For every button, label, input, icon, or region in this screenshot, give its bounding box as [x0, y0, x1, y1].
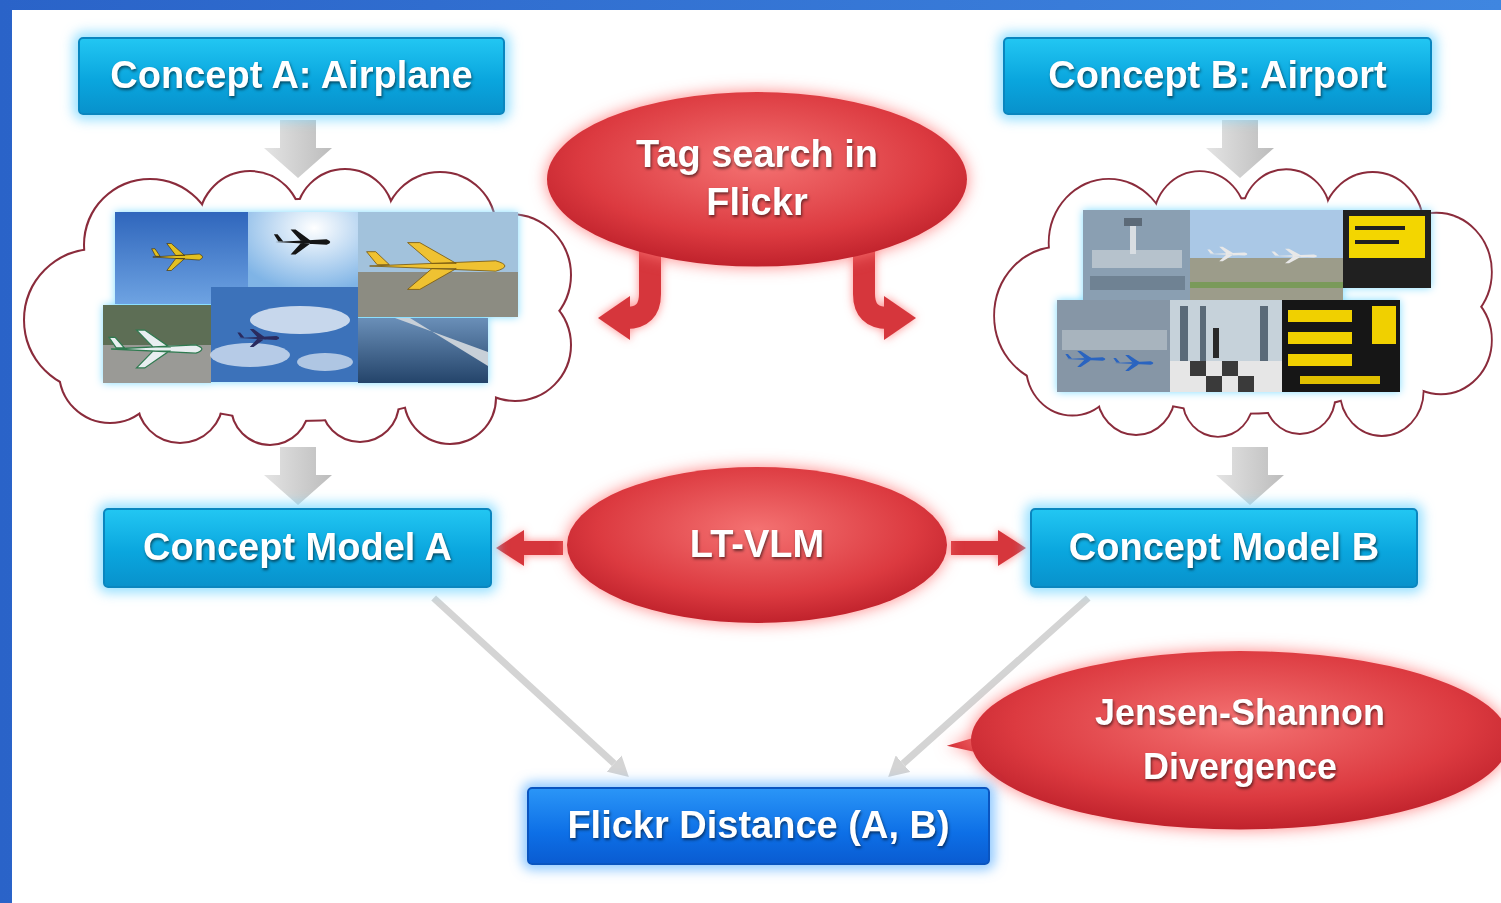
- illustration-part: [1288, 332, 1352, 344]
- illustration-part: [1200, 306, 1206, 361]
- illustration-part: [1216, 447, 1284, 505]
- illustration-part: [1343, 210, 1431, 288]
- illustration-part: [264, 120, 332, 178]
- speech-bubble: [971, 651, 1501, 830]
- illustration-part: [1300, 376, 1380, 384]
- concept-box: Concept B: Airport: [1003, 37, 1432, 115]
- illustration-part: [1170, 361, 1282, 392]
- illustration-part: [884, 296, 916, 340]
- illustration-part: [1222, 361, 1238, 376]
- illustration-part: [1238, 376, 1254, 392]
- node-label: Concept A: Airplane: [110, 52, 472, 100]
- illustration-part: [152, 244, 203, 271]
- text-group: Concept A: Airplane: [110, 52, 472, 100]
- node-label: Flickr Distance (A, B): [567, 802, 949, 850]
- illustration-part: [358, 318, 488, 383]
- node-label: LT-VLM: [690, 521, 824, 569]
- illustration-part: [1083, 210, 1191, 300]
- ellipse-fill: [971, 651, 1501, 830]
- node-label: Tag search in Flickr: [607, 131, 907, 226]
- node-label: Concept B: Airport: [1048, 52, 1386, 100]
- illustration-part: [1065, 351, 1105, 367]
- illustration-part: [109, 330, 202, 368]
- search-ellipse: Tag search in Flickr: [547, 92, 967, 267]
- illustration-part: [1213, 328, 1219, 358]
- illustration-part: [1272, 249, 1318, 263]
- illustration-part: [395, 318, 488, 366]
- method-ellipse: LT-VLM: [567, 467, 947, 623]
- text-group: Jensen-Shannon Divergence: [1060, 686, 1420, 794]
- text-group: Concept B: Airport: [1048, 52, 1386, 100]
- illustration-part: [1113, 355, 1153, 371]
- illustration-part: [211, 287, 358, 382]
- model-arrow: [951, 541, 998, 555]
- illustration-part: [250, 306, 350, 334]
- node-label: Jensen-Shannon Divergence: [1060, 686, 1420, 794]
- text-group: Tag search in Flickr: [607, 131, 907, 226]
- model-box: Concept Model A: [103, 508, 492, 588]
- illustration-part: [1355, 240, 1399, 244]
- illustration-part: [264, 447, 332, 505]
- ellipse-fill: [547, 92, 967, 267]
- concept-box: Concept A: Airplane: [78, 37, 505, 115]
- illustration-part: [25, 170, 570, 444]
- ellipse-fill: [567, 467, 947, 623]
- distance-arrow: [434, 598, 614, 763]
- text-group: Flickr Distance (A, B): [567, 802, 949, 850]
- ellipse-shape: [547, 92, 967, 267]
- illustration-part: [995, 170, 1491, 436]
- illustration-part: [1062, 330, 1167, 350]
- illustration-part: [995, 170, 1491, 436]
- illustration-part: [1180, 306, 1188, 361]
- airplane-photos: [103, 212, 518, 383]
- image-cloud: [25, 170, 570, 444]
- text-group: Concept Model A: [143, 524, 452, 572]
- illustration-part: [1206, 120, 1274, 178]
- illustration-part: [1190, 361, 1206, 376]
- illustration-part: [237, 329, 279, 347]
- text-group: LT-VLM: [690, 521, 824, 569]
- text-group: Concept Model B: [1069, 524, 1379, 572]
- illustration-part: [1349, 216, 1425, 258]
- illustration-part: [1288, 354, 1352, 366]
- illustration-part: [1288, 310, 1352, 322]
- illustration-part: [1207, 247, 1247, 261]
- illustration-part: [210, 343, 290, 367]
- illustration-part: [25, 170, 570, 444]
- illustration-part: [1057, 300, 1172, 392]
- measure-bubble: Jensen-Shannon Divergence: [971, 651, 1501, 830]
- illustration-part: [1190, 258, 1343, 300]
- illustration-part: [1130, 222, 1136, 254]
- illustration-part: [1190, 282, 1343, 288]
- illustration-part: [1092, 250, 1182, 268]
- illustration-part: [1206, 376, 1222, 392]
- result-box: Flickr Distance (A, B): [527, 787, 990, 865]
- model-arrow: [524, 541, 563, 555]
- illustration-part: [1355, 226, 1405, 230]
- illustration-part: [1124, 218, 1142, 226]
- image-cloud: [995, 170, 1491, 436]
- illustration-part: [1372, 306, 1396, 344]
- illustration-part: [297, 353, 353, 371]
- illustration-part: [1090, 276, 1185, 290]
- model-box: Concept Model B: [1030, 508, 1418, 588]
- illustration-part: [598, 296, 630, 340]
- illustration-part: [367, 243, 505, 290]
- illustration-part: [1282, 300, 1400, 392]
- node-label: Concept Model A: [143, 524, 452, 572]
- node-label: Concept Model B: [1069, 524, 1379, 572]
- illustration-part: [1170, 300, 1282, 392]
- illustration-part: [248, 212, 358, 292]
- airport-photos: [1057, 210, 1431, 392]
- illustration-part: [274, 229, 330, 254]
- illustration-part: [1260, 306, 1268, 361]
- illustration-part: [1190, 210, 1343, 258]
